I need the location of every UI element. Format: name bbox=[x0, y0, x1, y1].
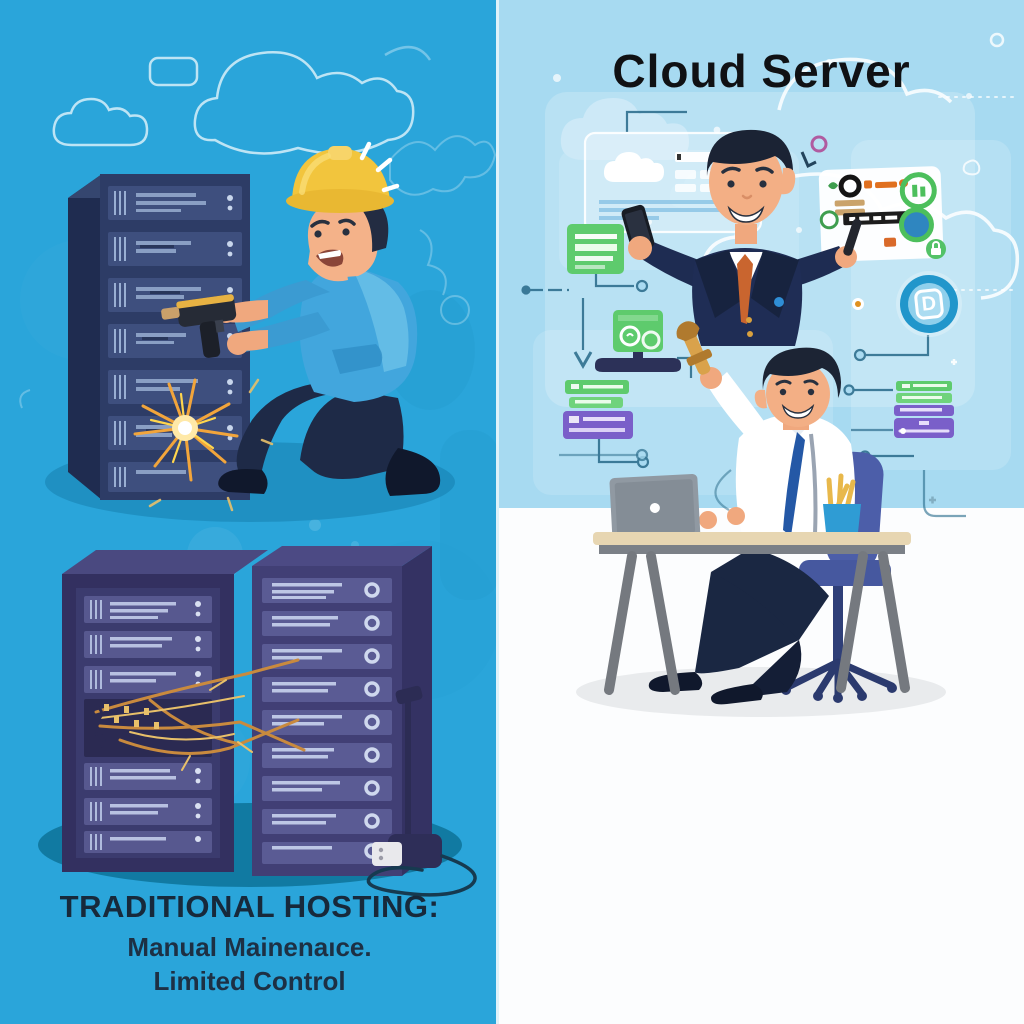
technician-legs bbox=[300, 390, 404, 479]
d-badge-letter: D bbox=[913, 287, 945, 321]
laptop-icon bbox=[606, 473, 707, 550]
wrench-icon bbox=[676, 321, 713, 375]
power-plug-icon bbox=[366, 685, 477, 897]
suit-admin-illustration bbox=[621, 129, 862, 346]
desk-icon bbox=[593, 532, 911, 695]
cloud-server-panel: Cloud Server bbox=[499, 0, 1024, 1024]
traditional-hosting-panel: TRADITIONAL HOSTING: Manual Mainenaıce. … bbox=[0, 0, 499, 1024]
drill-icon bbox=[161, 294, 237, 358]
stress-marks bbox=[359, 141, 400, 193]
server-rack bbox=[68, 174, 250, 500]
bar-widget-icon bbox=[894, 381, 954, 438]
panel-divider bbox=[496, 0, 499, 1024]
lock-icon bbox=[926, 239, 946, 259]
monitor-icon bbox=[595, 310, 681, 372]
traditional-hosting-art bbox=[19, 46, 499, 897]
spark-icon bbox=[133, 378, 274, 512]
green-card-icon bbox=[567, 224, 624, 274]
cloud-icon bbox=[52, 46, 432, 155]
server-rack-left bbox=[62, 550, 268, 872]
cloud-server-art bbox=[521, 32, 1020, 717]
d-badge-inner: D bbox=[905, 280, 953, 328]
rack-slots bbox=[108, 186, 242, 492]
bar-widget-icon bbox=[563, 380, 633, 439]
broken-wires-icon bbox=[94, 658, 306, 771]
pencil-cup-icon bbox=[823, 473, 861, 542]
stylus-icon bbox=[843, 218, 862, 256]
technician-head bbox=[286, 141, 400, 282]
technician-illustration bbox=[161, 141, 441, 496]
background-doodles bbox=[19, 135, 497, 409]
hard-hat-icon bbox=[286, 146, 394, 213]
server-rack-right bbox=[252, 546, 432, 876]
